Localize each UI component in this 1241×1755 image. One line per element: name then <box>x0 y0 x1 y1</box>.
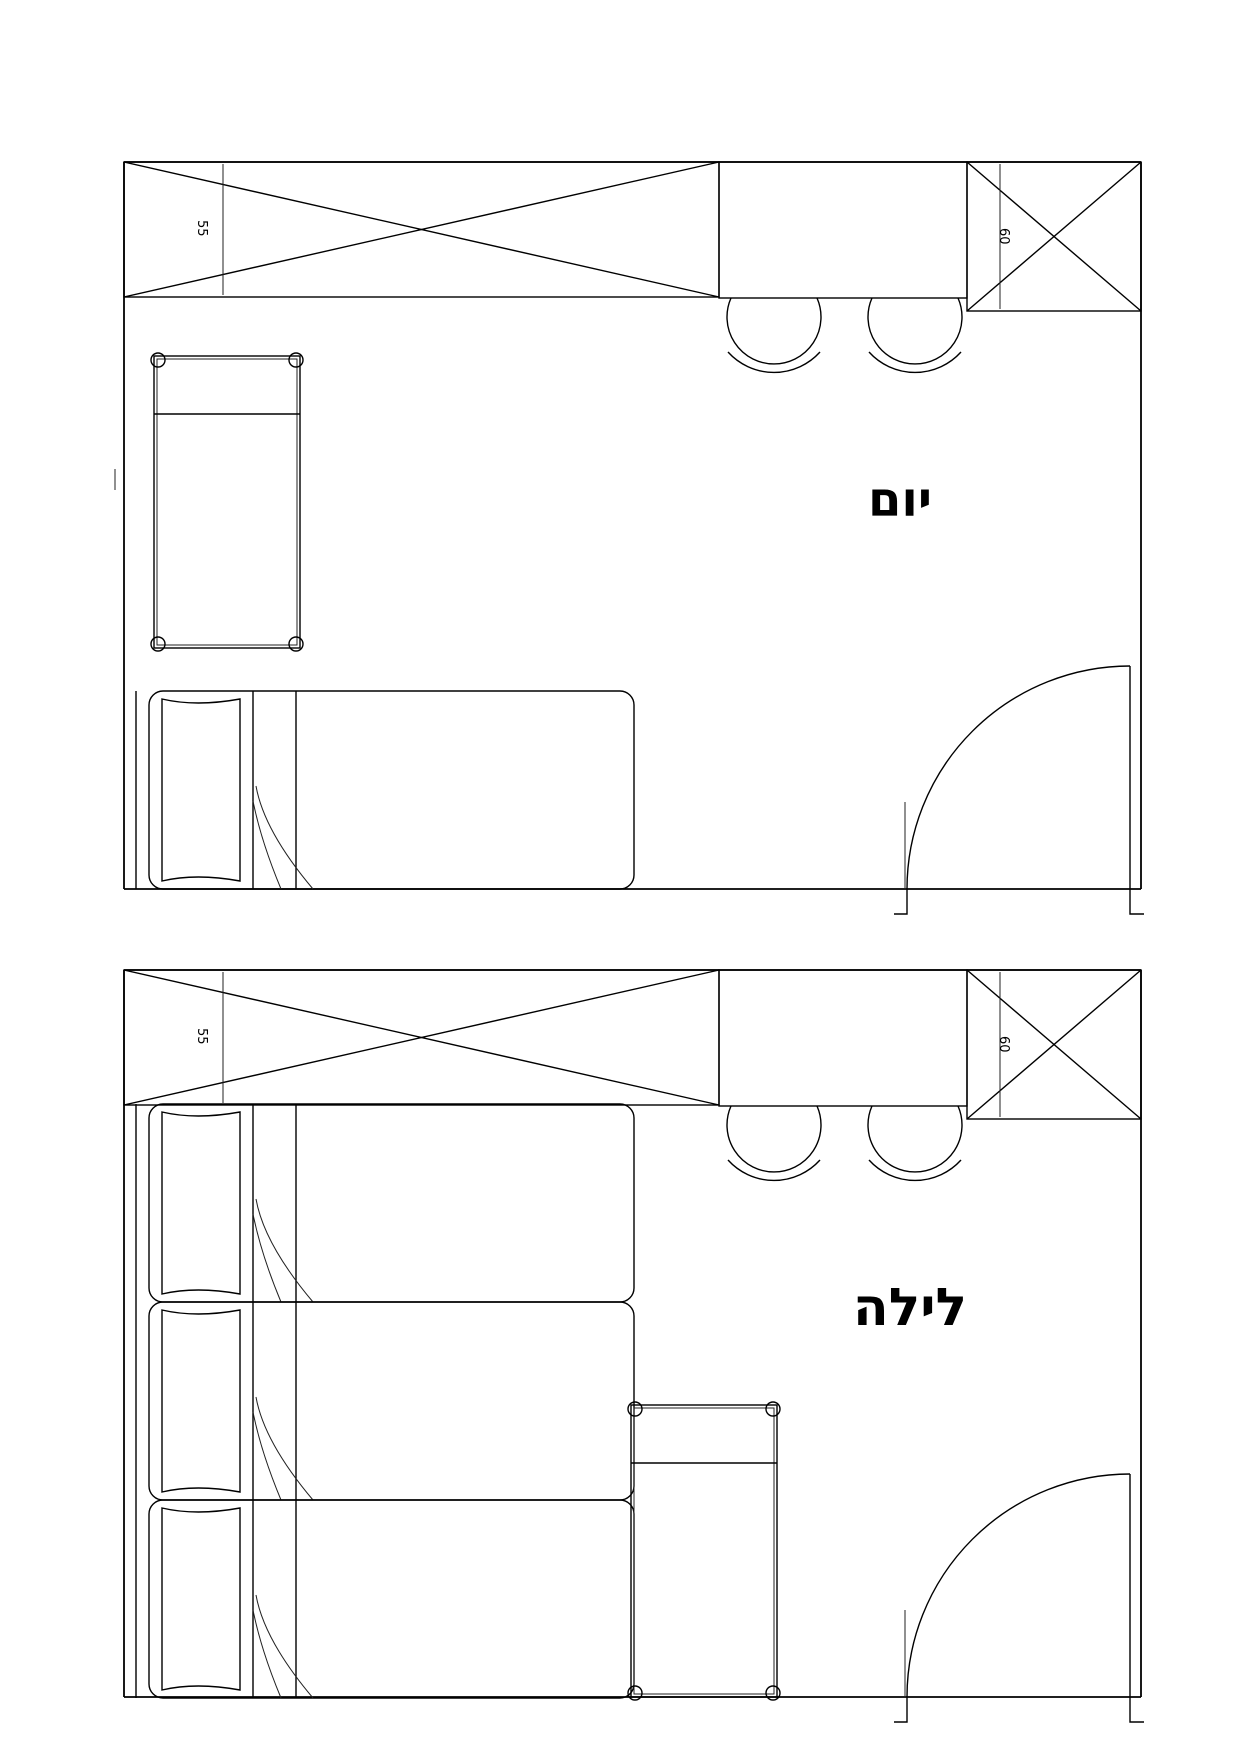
night-single-bed-frame <box>627 1401 781 1701</box>
day-plan-label: יום <box>867 472 933 528</box>
day-cabinet-dimension: 60 <box>996 228 1011 245</box>
night-cabinet-dimension: 60 <box>996 1036 1011 1053</box>
night-bed-3 <box>135 1499 635 1699</box>
night-wardrobe-dimension: 55 <box>194 1028 209 1045</box>
day-sofa-bed <box>135 690 635 890</box>
night-plan-label: לילה <box>853 1278 967 1338</box>
night-bed-2 <box>135 1301 635 1501</box>
day-wardrobe-dimension: 55 <box>194 220 209 237</box>
night-plan <box>123 969 1145 1723</box>
day-single-bed-frame <box>150 352 304 652</box>
day-plan <box>114 161 1145 915</box>
night-bed-1 <box>135 1103 635 1303</box>
